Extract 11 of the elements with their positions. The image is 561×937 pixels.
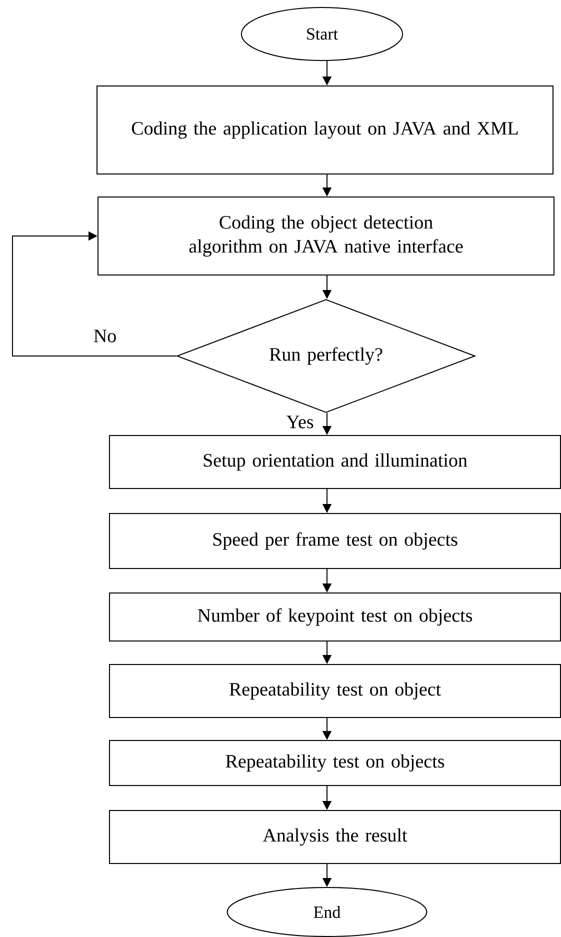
process-box: Number of keypoint test on objects	[109, 592, 561, 642]
process-box: Coding the object detection algorithm on JAVA native interface	[98, 196, 554, 276]
edge-label: No	[92, 328, 118, 344]
process-box: Repeatability test on object	[109, 664, 561, 718]
process-box: Analysis the result	[109, 810, 561, 864]
edge-label: Yes	[285, 414, 315, 430]
process-box: Coding the application layout on JAVA and XML	[96, 86, 554, 174]
process-box: Speed per frame test on objects	[109, 513, 561, 569]
process-box: Setup orientation and illumination	[109, 435, 561, 489]
arrow	[12, 231, 177, 356]
process-box: Repeatability test on objects	[109, 740, 561, 786]
